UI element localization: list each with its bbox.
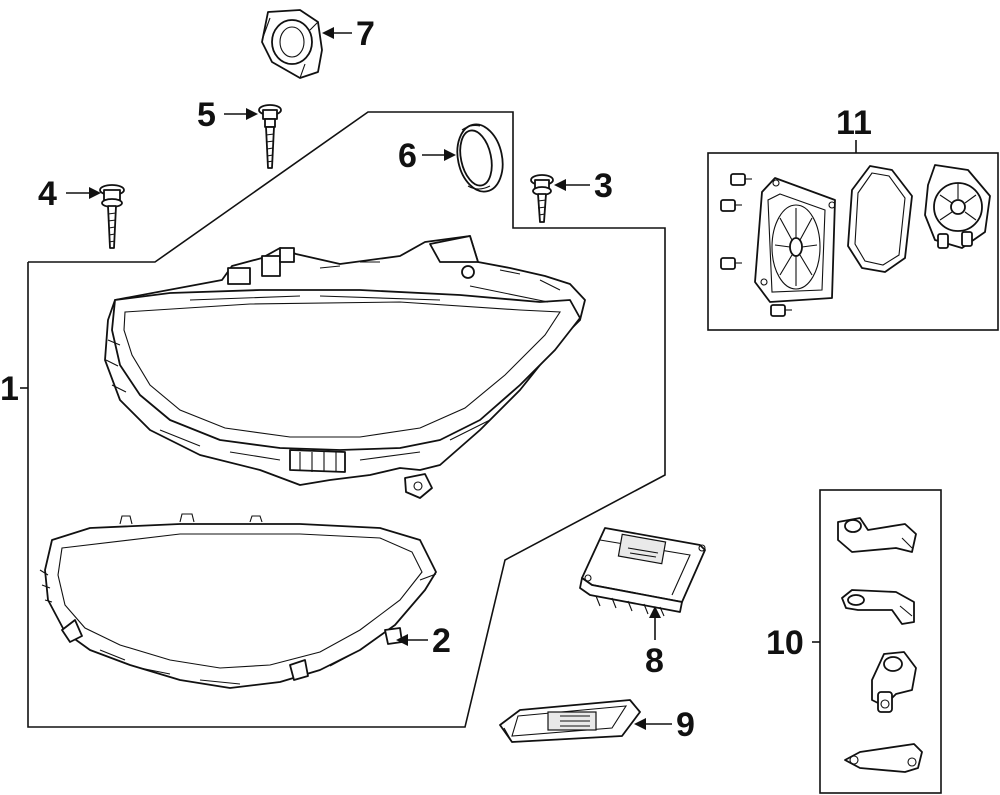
fan-kit-box bbox=[707, 152, 999, 331]
bracket-set-part bbox=[837, 517, 923, 773]
cooling-fan-kit-part bbox=[720, 164, 991, 317]
callout-10: 10 bbox=[766, 624, 804, 662]
callout-11: 11 bbox=[836, 104, 872, 142]
callout-6: 6 bbox=[398, 137, 417, 175]
assembly-boundary bbox=[27, 111, 666, 728]
callout-7: 7 bbox=[356, 15, 375, 53]
callout-3: 3 bbox=[594, 167, 613, 205]
callout-4: 4 bbox=[38, 175, 57, 213]
bolt-5-part bbox=[258, 104, 282, 169]
bolt-3-part bbox=[530, 174, 554, 223]
control-module-part bbox=[499, 699, 641, 743]
bolt-4-part bbox=[99, 184, 125, 249]
fan-screws bbox=[720, 173, 792, 317]
headlamp-lens-part bbox=[39, 513, 437, 689]
callout-2: 2 bbox=[432, 622, 451, 660]
callout-8: 8 bbox=[645, 642, 664, 680]
connector-cap-part bbox=[261, 9, 323, 79]
callout-leaders bbox=[20, 27, 672, 730]
ballast-module-part bbox=[579, 527, 706, 617]
callout-9: 9 bbox=[676, 706, 695, 744]
callout-1: 1 bbox=[0, 370, 19, 408]
seal-ring-part bbox=[456, 123, 504, 193]
callout-5: 5 bbox=[197, 96, 216, 134]
headlamp-housing-part bbox=[104, 235, 586, 499]
